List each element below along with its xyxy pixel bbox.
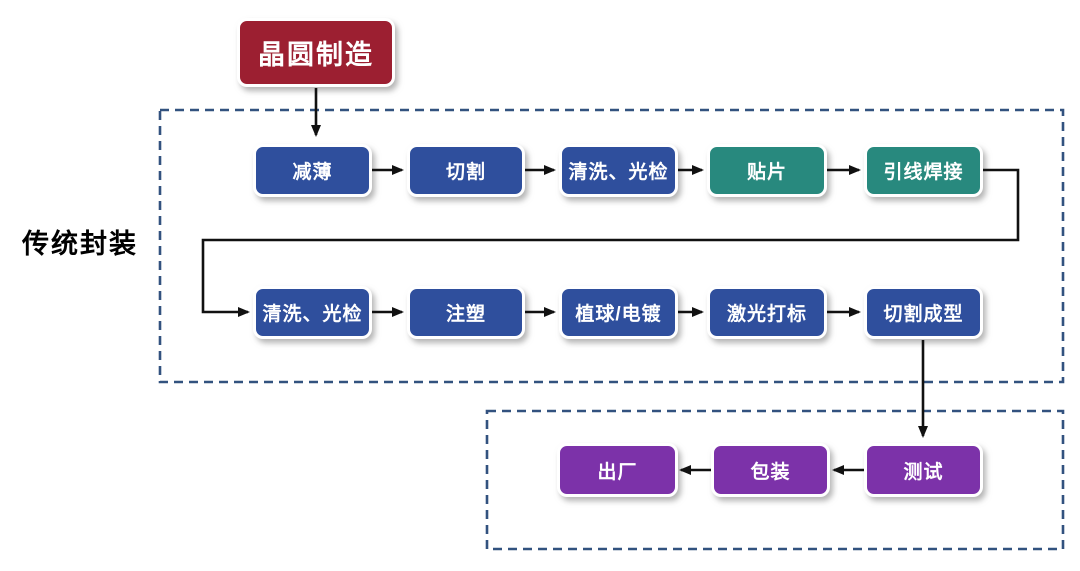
node-laser-marking: 激光打标: [707, 286, 827, 339]
node-test: 测试: [864, 443, 983, 497]
section-label-traditional-packaging: 传统封装: [22, 229, 138, 259]
node-singulation: 切割成型: [864, 286, 983, 339]
node-packing: 包装: [711, 443, 830, 497]
node-dicing: 切割: [407, 144, 525, 197]
node-clean-inspect-2: 清洗、光检: [253, 286, 372, 339]
node-ball-mount-plating: 植球/电镀: [559, 286, 678, 339]
node-thinning: 减薄: [253, 144, 372, 197]
node-wafer-fab: 晶圆制造: [237, 18, 395, 87]
node-clean-inspect-1: 清洗、光检: [559, 144, 678, 197]
node-ship-out: 出厂: [557, 443, 678, 497]
node-wire-bond: 引线焊接: [864, 144, 983, 197]
node-die-attach: 贴片: [707, 144, 827, 197]
node-molding: 注塑: [407, 286, 525, 339]
